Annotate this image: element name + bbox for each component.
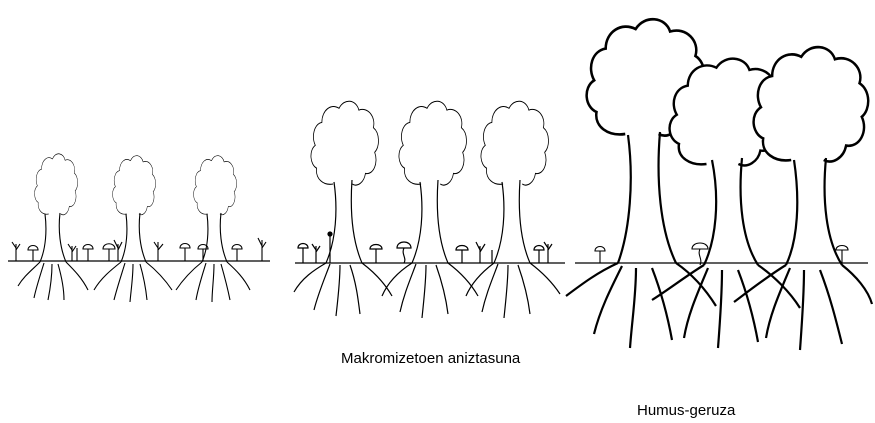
young-tree-1 — [18, 154, 88, 300]
middle-small-plants — [312, 232, 552, 263]
macromycete-diversity-label: Makromizetoen aniztasuna — [341, 350, 520, 367]
middle-tree-3 — [466, 101, 560, 318]
mature-mushrooms — [595, 243, 848, 265]
middle-tree-1 — [294, 101, 392, 316]
middle-tree-2 — [382, 101, 478, 318]
young-small-plants — [12, 238, 266, 261]
young-tree-3 — [176, 156, 250, 302]
young-tree-2 — [94, 156, 172, 302]
panel-young-forest — [12, 154, 266, 302]
young-mushrooms — [28, 244, 242, 262]
middle-mushrooms — [298, 242, 544, 263]
mature-tree-1 — [566, 19, 716, 348]
humus-layer-label: Humus-geruza — [637, 402, 735, 419]
panel-mature-forest — [566, 19, 872, 350]
ground-lines — [8, 261, 868, 263]
panel-middle-forest — [294, 101, 560, 318]
